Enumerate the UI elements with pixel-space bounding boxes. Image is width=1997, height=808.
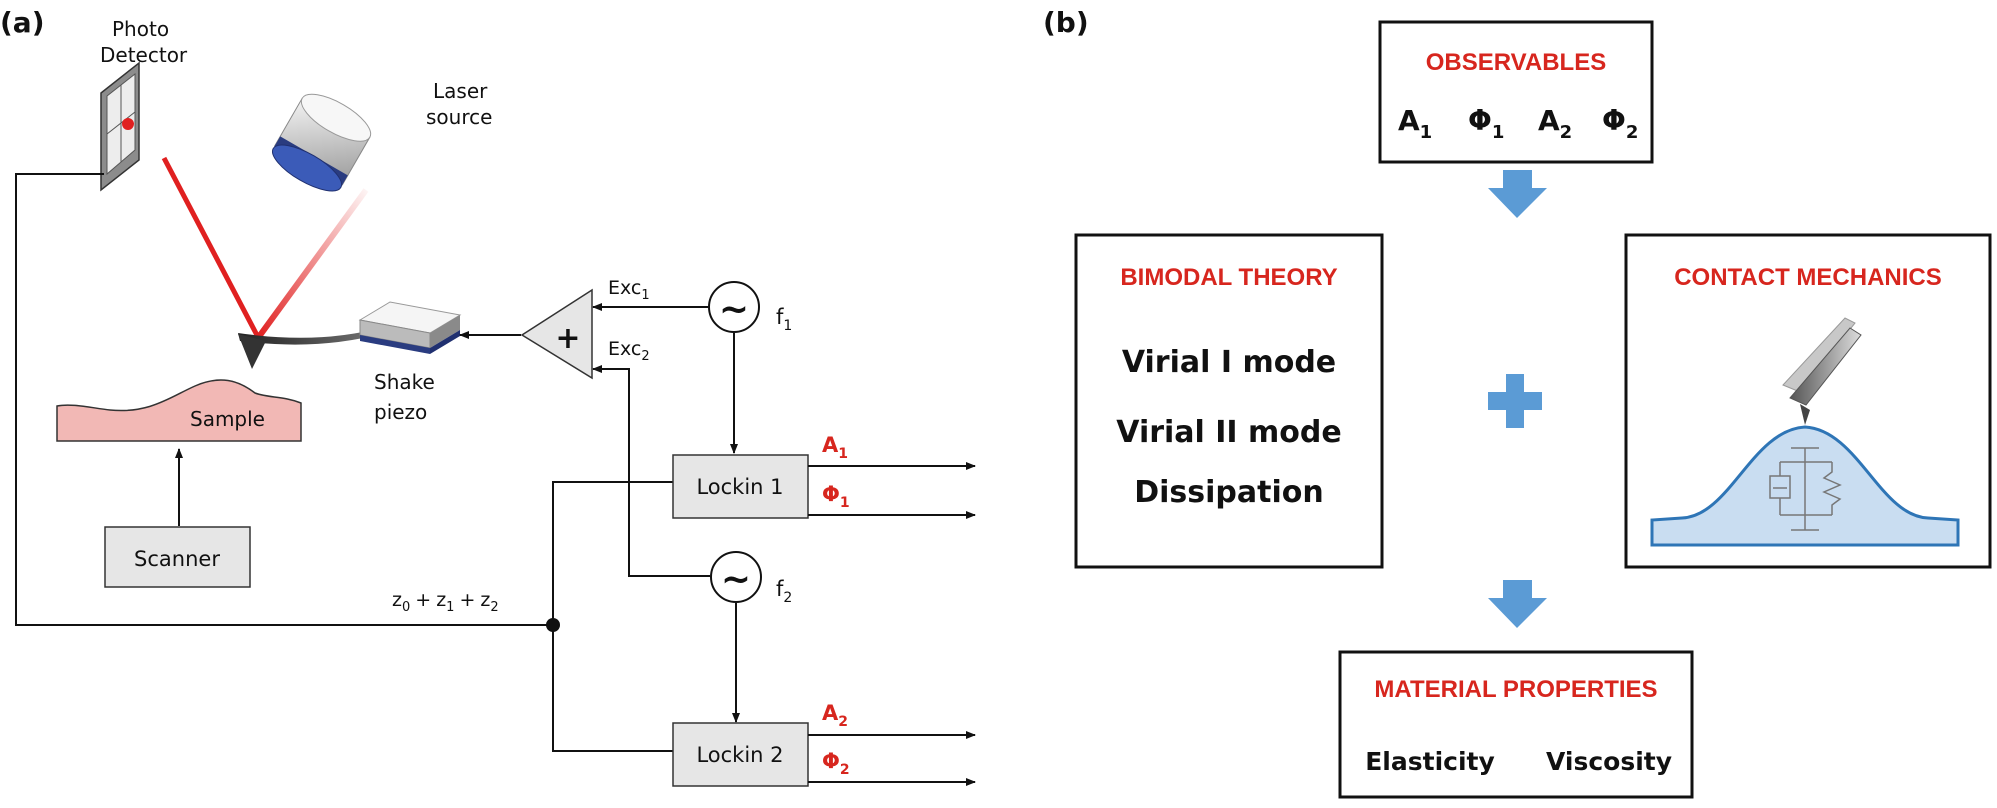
bimodal-theory-box — [1074, 233, 1384, 569]
panel-a-tag: (a) — [0, 6, 45, 39]
material-properties-box — [1338, 650, 1694, 799]
sample-shape — [56, 379, 302, 442]
f2-label: f2 — [776, 577, 792, 606]
reflected-laser-beam — [161, 156, 262, 341]
sample-label: Sample — [190, 407, 265, 431]
observable-phi1: Φ1 — [1468, 104, 1504, 143]
f1-label: f1 — [776, 305, 792, 334]
exc2-label: Exc2 — [608, 338, 650, 364]
lockin-1-box — [672, 454, 809, 519]
a1-label: A1 — [822, 433, 848, 462]
scanner-label: Scanner — [134, 547, 220, 571]
lockin-2-box — [672, 722, 809, 787]
shake-piezo-icon — [358, 301, 462, 354]
sum-symbol: + — [555, 321, 580, 356]
oscillator-1-symbol: ~ — [719, 289, 749, 330]
shake-piezo-label-line2: piezo — [374, 400, 427, 424]
observables-title: OBSERVABLES — [1426, 49, 1606, 76]
phi2-label: Φ2 — [822, 749, 850, 778]
photo-detector-label-line1: Photo — [112, 17, 169, 41]
photo-detector — [100, 61, 140, 192]
down-arrow-icon — [1488, 170, 1547, 218]
summing-amplifier — [520, 288, 593, 380]
bimodal-line-2: Virial II mode — [1116, 415, 1341, 450]
oscillator-1 — [708, 281, 760, 333]
bimodal-line-1: Virial I mode — [1122, 345, 1336, 380]
panel-b: (b) OBSERVABLES A1 Φ1 A2 Φ2 BIMODAL THEO… — [1043, 6, 1992, 799]
lockin-2-label: Lockin 2 — [696, 743, 783, 767]
cantilever-icon — [238, 327, 384, 369]
exc1-label: Exc1 — [608, 277, 650, 303]
exc2-arrow — [592, 365, 710, 577]
contact-probe-icon — [1782, 317, 1862, 425]
panel-b-tag: (b) — [1043, 6, 1089, 39]
material-properties-title: MATERIAL PROPERTIES — [1374, 676, 1657, 703]
panel-a: (a) Photo Detector Laser source — [0, 6, 976, 787]
plus-icon — [1488, 374, 1542, 428]
incident-laser-beam — [255, 188, 369, 340]
material-elasticity: Elasticity — [1365, 747, 1495, 776]
lockin-1-label: Lockin 1 — [696, 475, 783, 499]
scanner-box — [104, 526, 251, 588]
material-viscosity: Viscosity — [1546, 747, 1672, 776]
contact-mechanics-title: CONTACT MECHANICS — [1674, 264, 1942, 291]
photo-detector-label-line2: Detector — [100, 43, 188, 67]
bimodal-theory-title: BIMODAL THEORY — [1120, 264, 1337, 291]
observable-a2: A2 — [1538, 104, 1572, 143]
observable-phi2: Φ2 — [1602, 104, 1638, 143]
oscillator-2-symbol: ~ — [721, 559, 751, 600]
z-sum-label: z0+z1+z2 — [392, 589, 499, 615]
laser-source-label-line1: Laser — [433, 79, 488, 103]
laser-source-label-line2: source — [426, 105, 492, 129]
lockin-input-wire — [552, 481, 673, 752]
bimodal-line-3: Dissipation — [1134, 475, 1324, 510]
feedback-wire — [15, 173, 553, 626]
observable-a1: A1 — [1398, 104, 1432, 143]
laser-source-icon — [272, 93, 372, 192]
oscillator-2 — [710, 551, 762, 603]
a2-label: A2 — [822, 701, 848, 730]
contact-model-icon — [1650, 425, 1960, 547]
phi1-label: Φ1 — [822, 482, 850, 511]
down-arrow-icon — [1488, 580, 1547, 628]
observables-box — [1378, 20, 1654, 164]
laser-spot-icon — [122, 118, 134, 130]
shake-piezo-label-line1: Shake — [374, 370, 435, 394]
